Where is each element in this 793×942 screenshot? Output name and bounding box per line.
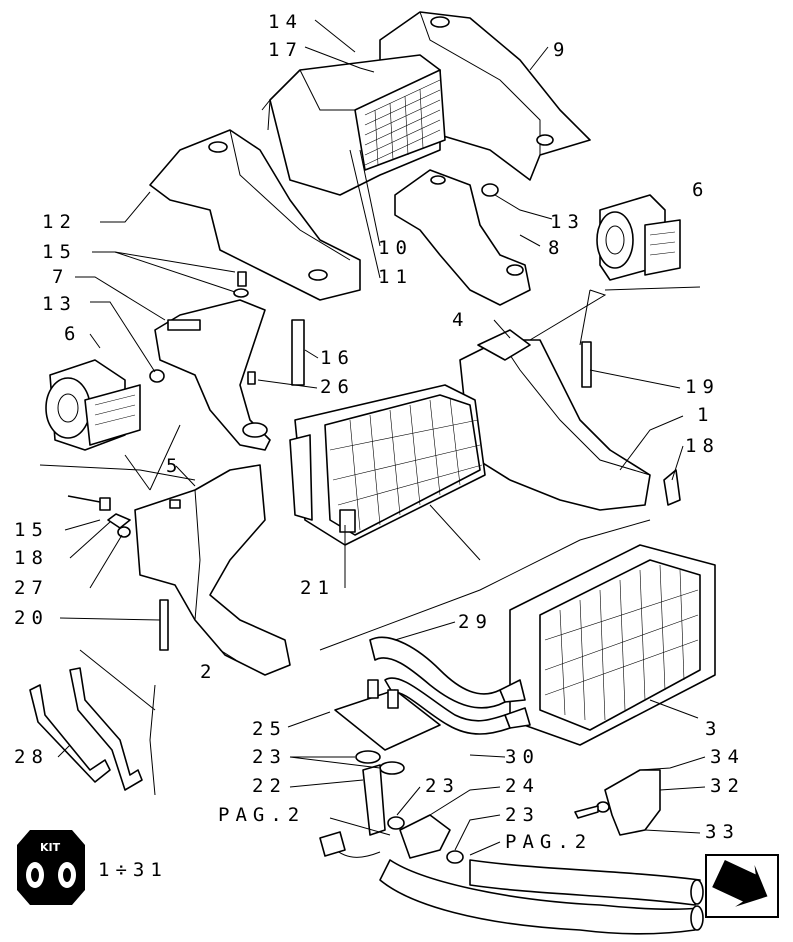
label-15-lower: 15 [14, 519, 49, 541]
part-labels: 14 17 9 12 13 6 15 10 8 11 7 13 4 6 16 2… [14, 11, 745, 881]
label-28: 28 [14, 746, 49, 768]
label-9: 9 [553, 39, 570, 61]
fittings [67, 271, 681, 651]
label-pag-2-left: PAG.2 [218, 804, 305, 826]
label-21: 21 [300, 577, 335, 599]
part-6-blower-left [45, 359, 141, 451]
label-16: 16 [320, 347, 355, 369]
part-8-duct [394, 169, 531, 306]
next-page-button[interactable] [705, 853, 779, 918]
label-23-upper: 23 [252, 746, 287, 768]
label-6-right: 6 [692, 179, 709, 201]
part-25-plate [334, 679, 441, 751]
bracket-32 [574, 769, 661, 836]
label-6-left: 6 [64, 323, 81, 345]
label-23-lower: 23 [505, 804, 540, 826]
label-12: 12 [42, 211, 77, 233]
label-17: 17 [268, 39, 303, 61]
pipes-28 [29, 667, 143, 791]
label-10: 10 [378, 237, 413, 259]
label-pag-2-right: PAG.2 [505, 831, 592, 853]
next-page-arrow-icon [712, 859, 768, 907]
leader-lines [39, 19, 706, 856]
kit-text: KIT [40, 841, 61, 854]
label-18-right: 18 [685, 435, 720, 457]
part-6-blower-right [596, 194, 681, 281]
part-14-top-housing [261, 54, 446, 196]
clamps-valve [355, 750, 464, 864]
label-25: 25 [252, 718, 287, 740]
label-18-left: 18 [14, 547, 49, 569]
label-8: 8 [548, 237, 565, 259]
label-26: 26 [320, 376, 355, 398]
part-12-duct [149, 129, 361, 301]
label-13-lower: 13 [42, 293, 77, 315]
label-13-upper: 13 [550, 211, 585, 233]
label-2: 2 [200, 661, 217, 683]
part-5-housing [134, 464, 291, 676]
label-5: 5 [166, 455, 183, 477]
label-1: 1 [697, 404, 714, 426]
part-3-heater-core [509, 544, 716, 746]
label-15-upper: 15 [42, 241, 77, 263]
label-19: 19 [685, 376, 720, 398]
label-32: 32 [710, 775, 745, 797]
label-1-31: 1÷31 [98, 859, 168, 881]
label-33: 33 [705, 821, 740, 843]
hoses-29-30 [369, 636, 531, 735]
label-27: 27 [14, 577, 49, 599]
label-14: 14 [268, 11, 303, 33]
label-22: 22 [252, 775, 287, 797]
label-7: 7 [52, 266, 69, 288]
label-4: 4 [452, 309, 469, 331]
evaporator-block [289, 384, 486, 546]
label-24: 24 [505, 775, 540, 797]
kit-badge-icon: KIT [17, 830, 85, 905]
label-20: 20 [14, 607, 49, 629]
label-3: 3 [705, 718, 722, 740]
label-23-middle: 23 [425, 775, 460, 797]
part-7-duct [154, 299, 271, 451]
part-1-base-tray [459, 329, 651, 511]
label-29: 29 [458, 611, 493, 633]
bottom-hoses [319, 831, 704, 935]
label-34: 34 [710, 746, 745, 768]
label-30: 30 [505, 746, 540, 768]
label-11: 11 [378, 266, 413, 288]
